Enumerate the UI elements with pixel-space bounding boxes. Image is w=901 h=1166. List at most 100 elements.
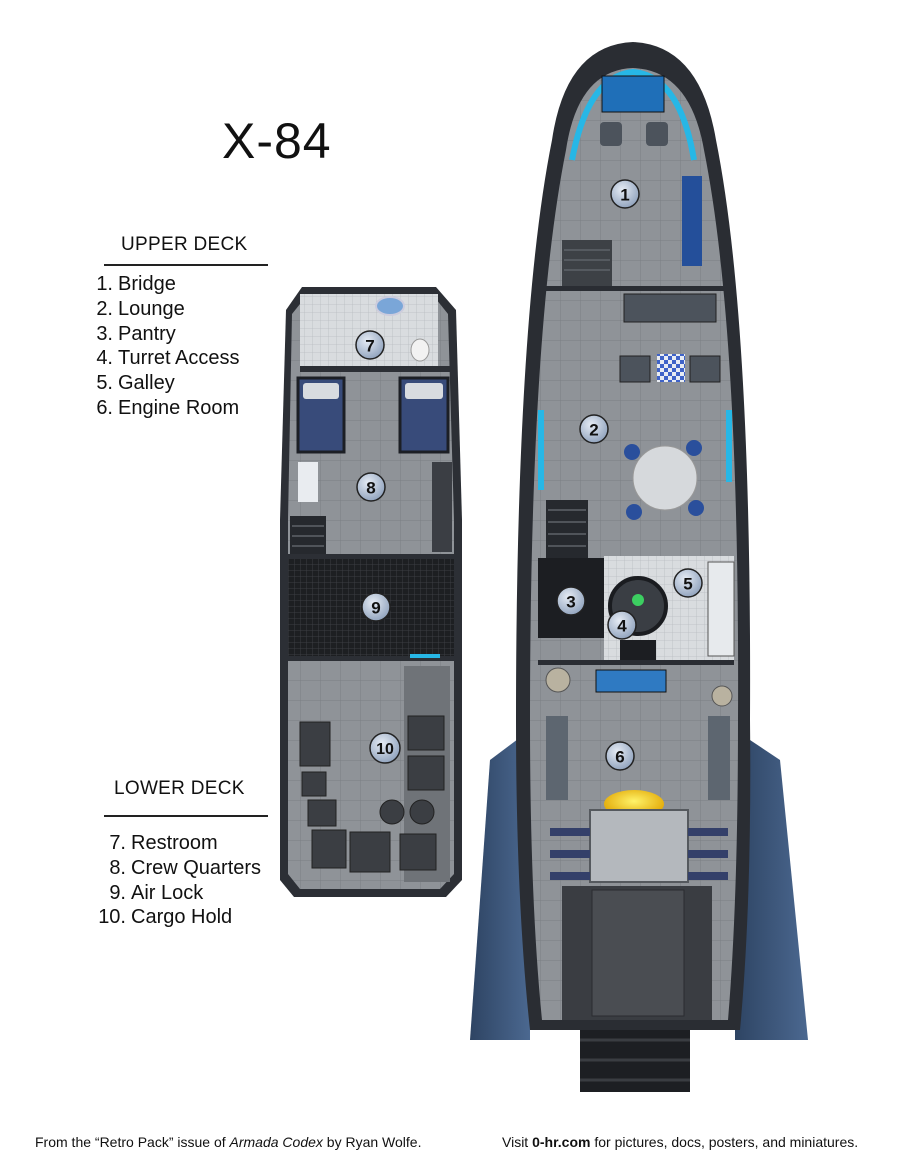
locker-bench [432,462,452,552]
room-marker-7: 7 [355,330,385,360]
cargo-crate [307,799,337,827]
turret-ladder [620,640,656,662]
cargo-crate [311,829,347,869]
flight-console [601,75,665,113]
game-table [657,354,685,382]
legend-item-restroom: 7.Restroom [109,832,218,854]
legend-item-cargo-hold: 10.Cargo Hold [98,906,233,929]
site-link[interactable]: 0-hr.com [532,1134,591,1150]
copilot-seat [646,122,668,146]
bridge-console [682,176,702,266]
room-markers: 1 2 3 4 5 6 7 8 9 10 [355,179,703,771]
room-marker-10: 10 [369,732,401,764]
pillow [303,383,339,399]
lower-deck-heading: LOWER DECK [114,778,245,799]
coolant-pipe [688,828,728,836]
upper-deck-legend: 1.Bridge 2.Lounge 3.Pantry 4.Turret Acce… [77,272,240,421]
reactor-housing [589,809,689,883]
svg-text:9: 9 [371,599,380,618]
wall [300,366,450,372]
room-marker-3: 3 [556,586,586,616]
svg-text:5: 5 [683,575,692,594]
dining-chair [686,440,702,456]
engine-shaft [591,889,685,1017]
pillow [405,383,443,399]
turret-indicator-light [632,594,644,606]
legend-item-lounge: 2.Lounge [96,297,185,320]
cargo-barrel [409,799,435,825]
legend-item-pantry: 3.Pantry [96,322,176,345]
legend-item-engine-room: 6.Engine Room [96,396,240,419]
room-marker-5: 5 [673,568,703,598]
lounge-window-right [726,410,732,482]
upper-deck-rule [104,264,268,266]
cargo-crate [299,721,331,767]
svg-text:10: 10 [376,741,394,758]
room-marker-4: 4 [607,610,637,640]
cargo-barrel [379,799,405,825]
coolant-pipe [550,850,590,858]
legend-item-bridge: 1.Bridge [96,273,176,295]
upper-deck-heading: UPPER DECK [121,234,248,255]
pilot-seat [600,122,622,146]
legend-item-crew-quarters: 8.Crew Quarters [109,856,262,879]
wall [538,660,734,665]
left-fin [470,730,530,1040]
nozzle-detail [580,1038,690,1082]
airlock-door-light [410,654,440,658]
svg-text:7: 7 [365,337,374,356]
cargo-crate [407,755,445,791]
wall [546,286,726,291]
legend-item-air-lock: 9.Air Lock [109,881,204,904]
upper-deck-plan [470,42,808,1092]
toilet-icon [410,338,430,362]
room-marker-6: 6 [605,741,635,771]
room-marker-1: 1 [610,179,640,209]
coolant-pipe [550,872,590,880]
engine-console-right [708,716,730,800]
sink-icon [375,296,405,316]
lower-deck-plan [280,287,462,897]
svg-text:6: 6 [615,748,624,767]
lower-deck-rule [104,815,268,817]
engine-control-panel [595,669,667,693]
lower-deck-legend: 7.Restroom 8.Crew Quarters 9.Air Lock 10… [90,831,261,930]
ship-title: X-84 [222,113,332,169]
stair-steps [292,525,324,557]
footer-credit: From the “Retro Pack” issue of Armada Co… [35,1134,422,1150]
lounge-chair [689,355,721,383]
cargo-crate [399,833,437,871]
room-marker-2: 2 [579,414,609,444]
cargo-crate [407,715,445,751]
engine-gauge [545,667,571,693]
room-marker-9: 9 [361,592,391,622]
dining-chair [624,444,640,460]
room-marker-8: 8 [356,472,386,502]
right-fin [735,730,808,1040]
footer-visit: Visit 0-hr.com for pictures, docs, poste… [502,1134,859,1150]
desk [298,462,318,502]
galley-counter [707,561,735,657]
coolant-pipe [550,828,590,836]
coolant-pipe [688,872,728,880]
lounge-sofa [623,293,717,323]
svg-text:4: 4 [617,617,627,636]
stair-steps [564,249,610,271]
cockpit-window [569,68,697,161]
lounge-window-left [538,410,544,490]
cargo-crate [301,771,327,797]
svg-text:1: 1 [620,186,629,205]
svg-text:8: 8 [366,479,375,498]
lounge-chair [619,355,651,383]
dining-chair [688,500,704,516]
engine-console-left [546,716,568,800]
stair-steps [548,509,586,547]
dining-table [632,445,698,511]
svg-text:3: 3 [566,593,575,612]
lounge-stairs [546,500,588,558]
wall [288,656,454,661]
legend-item-turret-access: 4.Turret Access [96,347,240,370]
legend-item-galley: 5.Galley [96,372,175,395]
coolant-pipe [688,850,728,858]
